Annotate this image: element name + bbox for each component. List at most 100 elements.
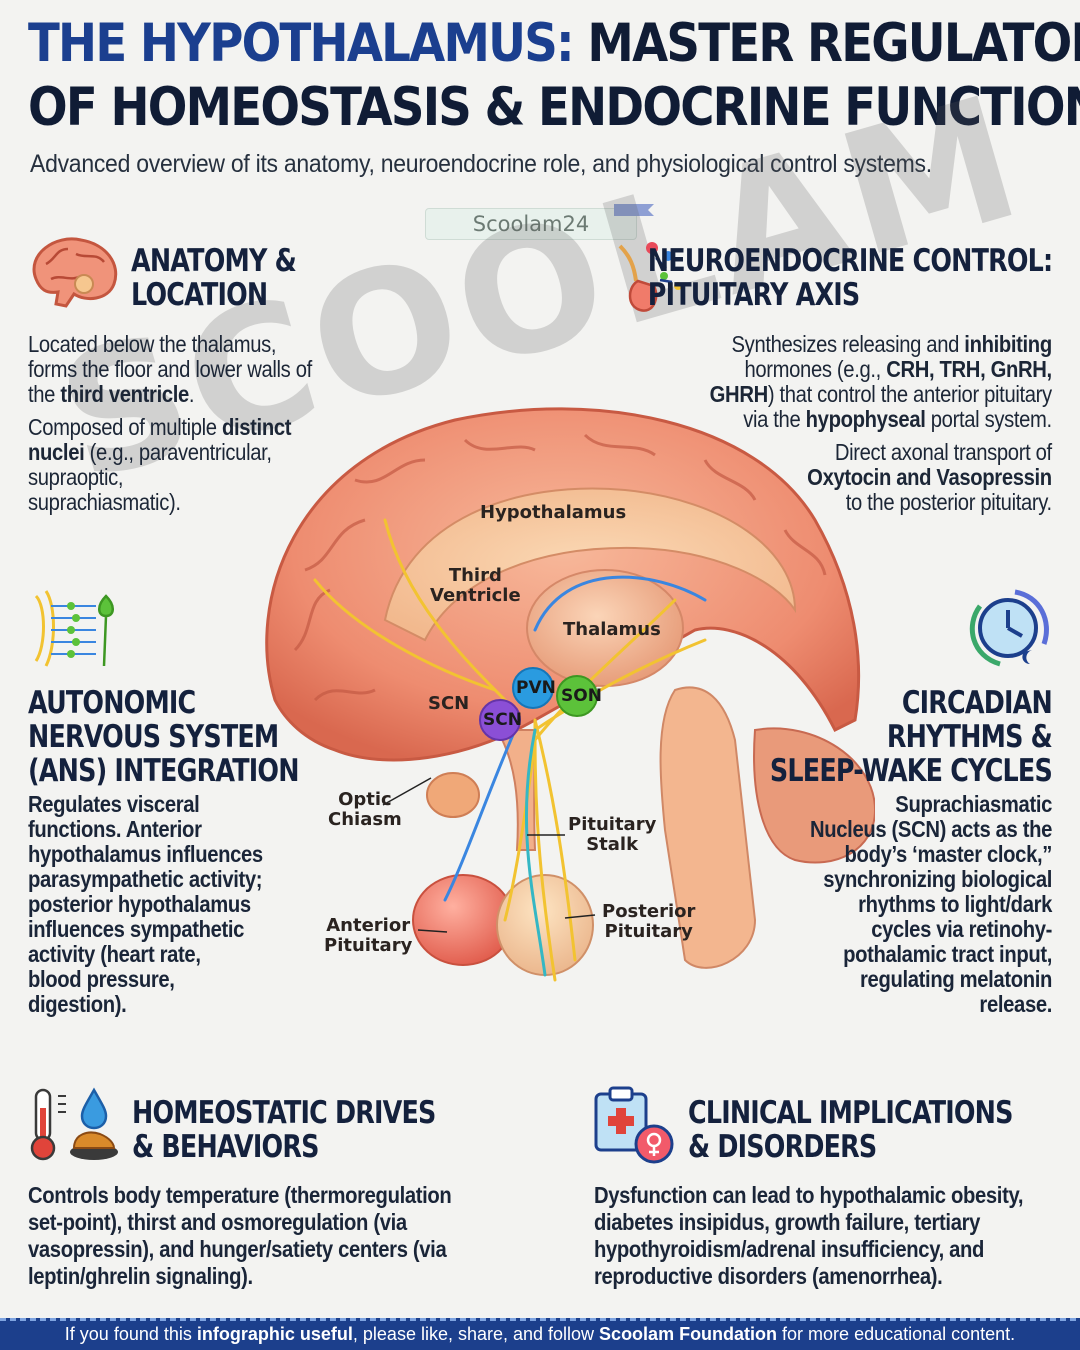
circadian-text-line: regulating melatonin (859, 966, 1052, 992)
circadian-text-line: synchronizing biological (823, 866, 1052, 892)
anatomy-text: Located below the thalamus, forms the fl… (28, 332, 312, 515)
label-third-ventricle-line-1: Third (448, 565, 502, 586)
title-line-2: OF HOMEOSTASIS & ENDOCRINE FUNCTION (28, 77, 1080, 138)
label-pvn: PVN (516, 678, 556, 698)
circadian-text-line: cycles via retinohy- (871, 916, 1052, 942)
label-hypothalamus: Hypothalamus (480, 502, 627, 523)
label-pituitary-stalk-line-1: Pituitary (568, 814, 657, 835)
text-span: the (28, 381, 61, 407)
clinical-text-line: Dysfunction can lead to hypothalamic obe… (594, 1182, 1024, 1208)
footer-text: for more educational content. (777, 1324, 1016, 1344)
clinical-heading-line-1: CLINICAL IMPLICATIONS (688, 1095, 1013, 1131)
homeostatic-heading-line-1: HOMEOSTATIC DRIVES (132, 1095, 436, 1131)
neuroendocrine-text-line-1: Synthesizes releasing and inhibiting (710, 331, 1053, 357)
optic-chiasm (426, 772, 480, 818)
clinical-text-line: reproductive disorders (amenorrhea). (594, 1263, 943, 1289)
neuroendocrine-text-line-3: GHRH) that control the anterior pituitar… (709, 381, 1053, 407)
footer-text: , please like, share, and follow (352, 1324, 600, 1344)
label-anterior-pituitary: Anterior Pituitary (324, 916, 412, 956)
footer-link[interactable]: Scoolam Foundation (599, 1324, 778, 1344)
text-bold: hypophyseal (805, 406, 926, 432)
neuroendocrine-heading-line-1: NEUROENDOCRINE CONTROL: (647, 243, 1052, 279)
pituitary-gland-icon (618, 242, 682, 312)
circadian-text-line: pothalamic tract input, (843, 941, 1052, 967)
anatomy-heading-line-1: ANATOMY & (131, 243, 297, 279)
label-posterior-pituitary: Posterior Pituitary (602, 902, 695, 942)
label-anterior-pituitary-line-2: Pituitary (324, 935, 413, 956)
neuroendocrine-text-line-7: to the posterior pituitary. (845, 489, 1052, 515)
anatomy-heading-line-2: LOCATION (131, 277, 268, 313)
label-anterior-pituitary-line-1: Anterior (326, 915, 411, 936)
anatomy-text-line-5: nuclei (e.g., paraventricular, (28, 440, 312, 465)
text-span: Synthesizes releasing and (731, 331, 965, 357)
footer-divider (0, 1318, 1080, 1321)
neuroendocrine-text-line-2: hormones (e.g., CRH, TRH, GnRH, (710, 356, 1053, 382)
title-accent: THE HYPOTHALAMUS: (28, 13, 575, 74)
circadian-heading-line-3: SLEEP-WAKE CYCLES (769, 753, 1053, 789)
circadian-text-line: rhythms to light/dark (858, 891, 1052, 917)
clinical-text: Dysfunction can lead to hypothalamic obe… (594, 1182, 1024, 1290)
autonomic-text-line: digestion). (28, 991, 127, 1017)
anatomy-text-line-1: Located below the thalamus, (28, 331, 277, 357)
text-span: portal system. (925, 406, 1052, 432)
label-thalamus: Thalamus (563, 619, 661, 640)
circadian-text-line: Suprachiasmatic (895, 791, 1052, 817)
text-bold: Oxytocin and Vasopressin (807, 464, 1052, 490)
medical-clipboard-icon (594, 1086, 674, 1164)
pvn-nucleus (512, 667, 554, 709)
neuroendocrine-text-line-5: Direct axonal transport of (835, 439, 1052, 465)
autonomic-heading: AUTONOMIC NERVOUS SYSTEM (ANS) INTEGRATI… (28, 686, 299, 788)
autonomic-text: Regulates visceral functions. Anterior h… (28, 792, 263, 1017)
brainstem (659, 686, 757, 969)
text-span: Composed of multiple (28, 414, 222, 440)
circadian-text-line: body’s ‘master clock,” (844, 841, 1053, 867)
circadian-text: Suprachiasmatic Nucleus (SCN) acts as th… (810, 792, 1052, 1017)
neuroendocrine-text-line-6: Oxytocin and Vasopressin (710, 465, 1052, 490)
text-bold: distinct (221, 414, 292, 440)
autonomic-text-line: posterior hypothalamus (28, 891, 251, 917)
footer-banner: If you found this infographic useful, pl… (0, 1318, 1080, 1350)
label-optic-chiasm-line-1: Optic (338, 789, 392, 810)
text-bold: GHRH (709, 381, 769, 407)
anatomy-text-line-4: Composed of multiple distinct (28, 415, 312, 440)
autonomic-text-line: blood pressure, (28, 966, 175, 992)
circadian-heading-line-2: RHYTHMS & (886, 719, 1053, 755)
circadian-text-line: Nucleus (SCN) acts as the (809, 816, 1052, 842)
autonomic-text-line: hypothalamus influences (28, 841, 263, 867)
homeostatic-text-line: Controls body temperature (thermoregulat… (28, 1182, 452, 1208)
anatomy-heading: ANATOMY & LOCATION (131, 243, 297, 313)
clinical-text-line: hypothyroidism/adrenal insufficiency, an… (594, 1236, 985, 1262)
clinical-text-line: diabetes insipidus, growth failure, tert… (594, 1209, 981, 1235)
circadian-heading-line-1: CIRCADIAN (901, 685, 1053, 721)
autonomic-heading-line-2: NERVOUS SYSTEM (28, 719, 279, 755)
text-bold: nuclei (28, 439, 85, 465)
circadian-heading: CIRCADIAN RHYTHMS & SLEEP-WAKE CYCLES (769, 685, 1053, 789)
label-third-ventricle: Third Ventricle (430, 566, 521, 606)
thermometer-water-food-icon (30, 1087, 118, 1161)
homeostatic-text-line: vasopressin), and hunger/satiety centers… (28, 1236, 447, 1262)
autonomic-text-line: activity (heart rate, (28, 941, 201, 967)
text-span: . (188, 381, 195, 407)
text-bold: CRH, TRH, GnRH, (886, 356, 1052, 382)
label-optic-chiasm-line-2: Chiasm (328, 809, 402, 830)
clinical-heading-line-2: & DISORDERS (688, 1129, 877, 1165)
anatomy-text-line-6: supraoptic, (28, 464, 124, 490)
autonomic-heading-line-3: (ANS) INTEGRATION (28, 753, 299, 789)
corpus-callosum (383, 487, 797, 642)
label-posterior-pituitary-line-2: Pituitary (604, 921, 693, 942)
label-pituitary-stalk: Pituitary Stalk (568, 815, 656, 855)
page-subtitle: Advanced overview of its anatomy, neuroe… (30, 150, 932, 178)
neuroendocrine-heading-line-2: PITUITARY AXIS (647, 277, 860, 313)
homeostatic-text: Controls body temperature (thermoregulat… (28, 1182, 452, 1290)
autonomic-text-line: Regulates visceral (28, 791, 200, 817)
brand-tag: Scoolam24 (425, 208, 637, 240)
label-third-ventricle-line-2: Ventricle (430, 585, 521, 606)
homeostatic-text-line: leptin/ghrelin signaling). (28, 1263, 253, 1289)
text-span: via the (743, 406, 806, 432)
autonomic-text-line: influences sympathetic (28, 916, 245, 942)
label-posterior-pituitary-line-1: Posterior (602, 901, 696, 922)
label-scn-outer: SCN (428, 693, 470, 714)
page-title: THE HYPOTHALAMUS: MASTER REGULATOR OF HO… (28, 12, 1080, 140)
homeostatic-heading: HOMEOSTATIC DRIVES & BEHAVIORS (132, 1096, 436, 1164)
footer-text: If you found this (64, 1324, 197, 1344)
